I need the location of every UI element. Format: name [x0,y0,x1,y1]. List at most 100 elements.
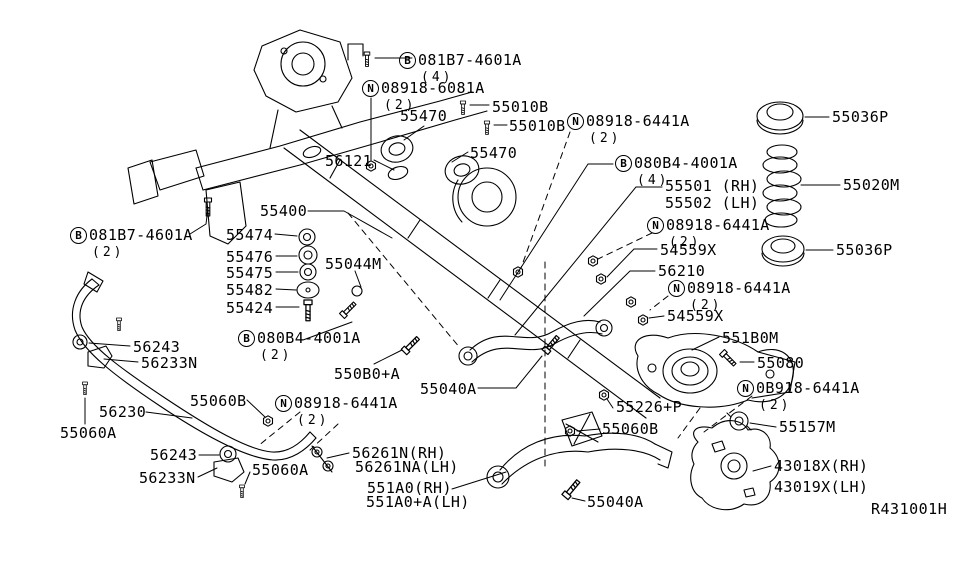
part-55157m: 55157M [779,420,836,435]
part-55010b-b: 55010B [509,119,566,134]
part-55036p-lower: 55036P [836,243,893,258]
part-number-text: 56233N [139,469,196,487]
part-number-text: 43018X(RH) [774,457,869,475]
part-55502-lh: 55502 (LH) [665,196,759,211]
part-number-text: 080B4-4001A [257,329,361,347]
part-54559x-b: 54559X [667,309,724,324]
part-number-text: 55010B [509,117,566,135]
part-55474: 55474 [226,228,273,243]
part-number-text: 081B7-4601A [418,51,522,69]
part-55060b-b: 55060B [602,422,659,437]
part-number-text: 55060B [190,392,247,410]
part-number-text: 55040A [587,493,644,511]
quantity-text: (2) [759,398,792,413]
part-number-text: 551A0(RH) [367,479,452,497]
quantity-text: (2) [690,298,723,313]
part-56261na-lh: 56261NA(LH) [355,460,459,475]
part-number-text: 55040A [420,380,477,398]
part-55424: 55424 [226,301,273,316]
stabilizer-bar-art [71,271,334,483]
part-number-text: 55476 [226,248,274,266]
subframe-art [127,29,661,419]
dashed-reference-lines [257,131,753,469]
part-55470-a: 55470 [400,109,447,124]
part-number-text: 55470 [400,107,448,125]
part-number-text: 55044M [325,255,382,273]
part-551b0m: 551B0M [722,331,779,346]
part-number-text: 55080 [757,354,805,372]
part-number-text: 55502 (LH) [665,194,760,212]
part-number-text: 55036P [836,241,893,259]
part-55482: 55482 [226,283,273,298]
part-number-text: 43019X(LH) [774,478,869,496]
part-number-text: 081B7-4601A [89,226,193,244]
knuckle-art [690,411,780,511]
part-number-text: 56121 [325,152,373,170]
part-number-text: 56261NA(LH) [355,458,459,476]
part-55060a-a: 55060A [60,426,117,441]
part-number-text: 55482 [226,281,274,299]
quantity-text: (2) [384,98,417,113]
part-number-text: 56230 [99,403,147,421]
part-56243-a: 56243 [133,340,180,355]
circled-n-prefix-icon: N [668,280,685,297]
part-number-text: 55036P [832,108,889,126]
part-number-text: 55475 [226,264,274,282]
quantity-text: (2) [260,348,293,363]
part-number-text: 55470 [470,144,518,162]
circled-n-prefix-icon: N [275,395,292,412]
part-number-text: 56243 [150,446,198,464]
part-number-text: 08918-6441A [666,216,770,234]
part-number-text: 55060A [60,424,117,442]
washer-stack-art [296,228,320,322]
part-number-text: 56243 [133,338,181,356]
leader-lines [84,57,841,502]
part-number-text: 08918-6441A [294,394,398,412]
part-number-text: 55226+P [616,398,683,416]
part-55080: 55080 [757,356,804,371]
part-55470-b: 55470 [470,146,517,161]
quantity-text: (2) [669,235,702,250]
quantity-text: (4) [637,173,670,188]
part-number-text: 55020M [843,176,900,194]
part-number-text: 56261N(RH) [352,444,447,462]
front-lower-arm-art [486,411,673,489]
circled-b-prefix-icon: B [70,227,87,244]
upper-link-art [458,319,613,366]
part-number-text: 55060B [602,420,659,438]
part-number-text: 55501 (RH) [665,177,760,195]
spring-seat-lower-art [761,235,805,267]
part-55501-rh: 55501 (RH) [665,179,759,194]
part-55476: 55476 [226,250,273,265]
part-number-text: 08918-6081A [381,79,485,97]
part-number-text: 55474 [226,226,274,244]
part-number-text: 55060A [252,461,309,479]
part-number-text: 55424 [226,299,274,317]
part-number-text: 54559X [660,241,717,259]
quantity-text: (2) [92,245,125,260]
part-number-text: 551B0M [722,329,779,347]
part-56230: 56230 [99,405,146,420]
part-56233n-b: 56233N [139,471,196,486]
spring-seat-upper-art [756,101,804,135]
part-number-text: 54559X [667,307,724,325]
part-number-text: 080B4-4001A [634,154,738,172]
circled-b-prefix-icon: B [399,52,416,69]
part-number-text: 551A0+A(LH) [366,493,470,511]
part-number-text: 08918-6441A [687,279,791,297]
quantity-text: (2) [297,413,330,428]
part-number-text: 0B918-6441A [756,379,860,397]
circled-n-prefix-icon: N [647,217,664,234]
part-550b0-plus-a: 550B0+A [334,367,400,382]
quantity-text: (4) [421,70,454,85]
